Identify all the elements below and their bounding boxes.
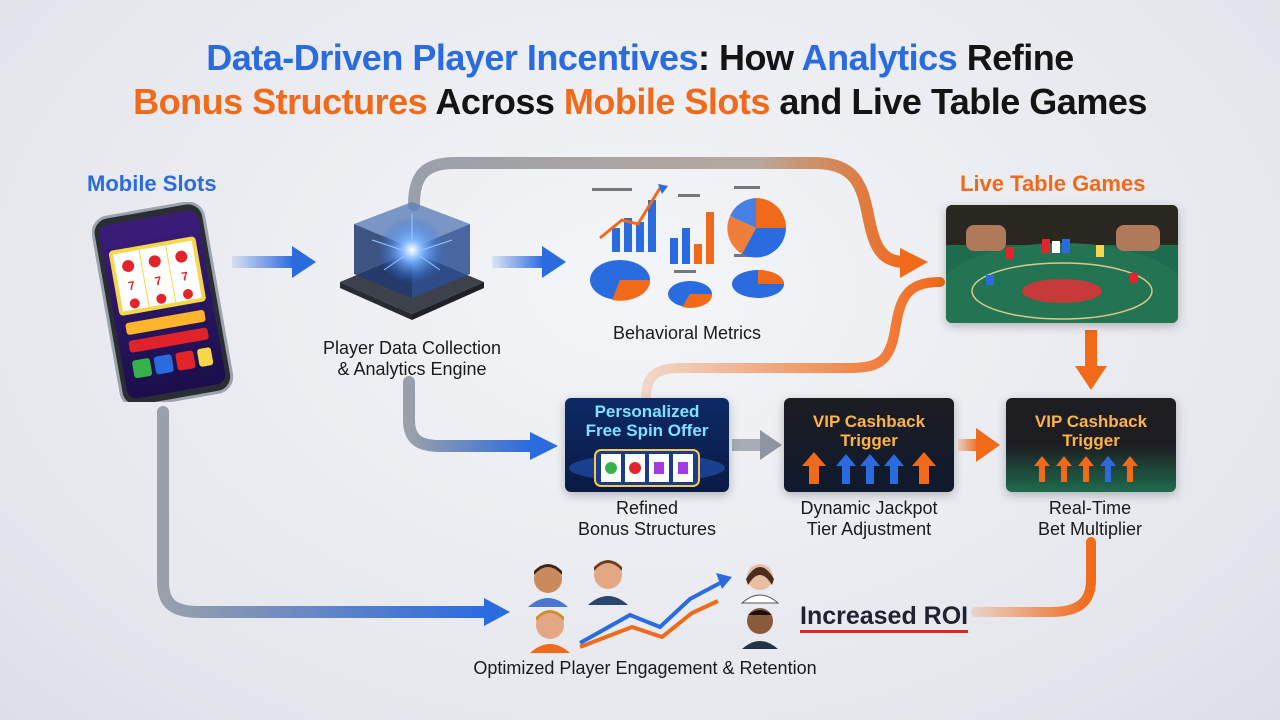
free-spin-title: Personalized Free Spin Offer [585,402,709,440]
arrowhead-phone-to-engine [292,246,316,278]
title-line-2: Bonus Structures Across Mobile Slots and… [0,80,1280,124]
title-segment: Refine [957,37,1075,78]
title-segment: Across [427,81,564,122]
behavioral-metrics-caption: Behavioral Metrics [612,323,762,343]
ai-chip-icon [340,202,484,320]
free-spin-card: Personalized Free Spin Offer [565,398,729,492]
svg-text:7: 7 [180,269,189,284]
arrow-phone-to-engine [232,256,294,268]
up-arrows-icon [1034,456,1138,482]
flow-engine-to-free-spin [403,376,538,452]
casino-table-icon [946,205,1178,323]
engagement-caption: Optimized Player Engagement & Retention [473,658,817,678]
title-segment: Data-Driven Player Incentives [206,37,698,78]
vip-cashback-card-1: VIP Cashback Trigger [784,398,954,492]
slot-reels-icon [569,449,725,487]
bet-multiplier-caption: Real-Time Bet Multiplier [1037,498,1143,539]
vip-cashback-card-2: VIP Cashback Trigger [1006,398,1176,492]
arrowhead-to-free-spin [530,432,558,460]
smartphone-slot-icon: 7 7 7 [92,202,234,402]
arrowhead-live-table-down [1075,366,1107,390]
title-segment: Analytics [801,37,958,78]
title-line-1: Data-Driven Player Incentives: How Analy… [0,36,1280,80]
title-segment: : How [697,37,802,78]
arrowhead-to-jackpot [760,430,782,460]
vip-cashback-title-2: VIP Cashback Trigger [1034,412,1148,450]
title-segment: Mobile Slots [563,81,771,122]
title-segment: and Live Table Games [769,81,1147,122]
svg-text:7: 7 [154,274,163,289]
arrow-engine-to-metrics [492,256,544,268]
players-icon [528,560,780,653]
charts-icon [590,184,786,308]
page-title: Data-Driven Player Incentives: How Analy… [0,36,1280,124]
loop-live-table-to-bonus [641,277,945,403]
arrow-jackpot-to-multiplier [958,439,978,451]
title-segment: Bonus Structures [133,81,428,122]
dynamic-jackpot-caption: Dynamic Jackpot Tier Adjustment [800,498,938,539]
up-arrows-icon [802,452,936,484]
mobile-slots-label: Mobile Slots [87,171,217,196]
arrowhead-to-multiplier [976,428,1000,462]
flow-multiplier-to-roi [971,537,1096,617]
svg-text:7: 7 [127,278,136,293]
flow-phone-to-engagement [157,406,492,618]
arrow-live-table-down [1085,330,1097,368]
arrowhead-to-live-table [900,248,928,278]
refined-bonus-caption: Refined Bonus Structures [577,498,717,539]
vip-cashback-title-1: VIP Cashback Trigger [812,412,926,450]
growth-chart-icon [579,581,721,645]
arrow-free-spin-to-jackpot [732,439,762,451]
arrowhead-engine-to-metrics [542,246,566,278]
arrowhead-to-engagement [484,598,510,626]
live-table-games-label: Live Table Games [960,171,1146,196]
live-table-card [946,205,1178,323]
increased-roi-label: Increased ROI [800,602,969,633]
loop-engine-to-live-table [408,157,911,268]
engine-caption: Player Data Collection & Analytics Engin… [322,338,502,379]
